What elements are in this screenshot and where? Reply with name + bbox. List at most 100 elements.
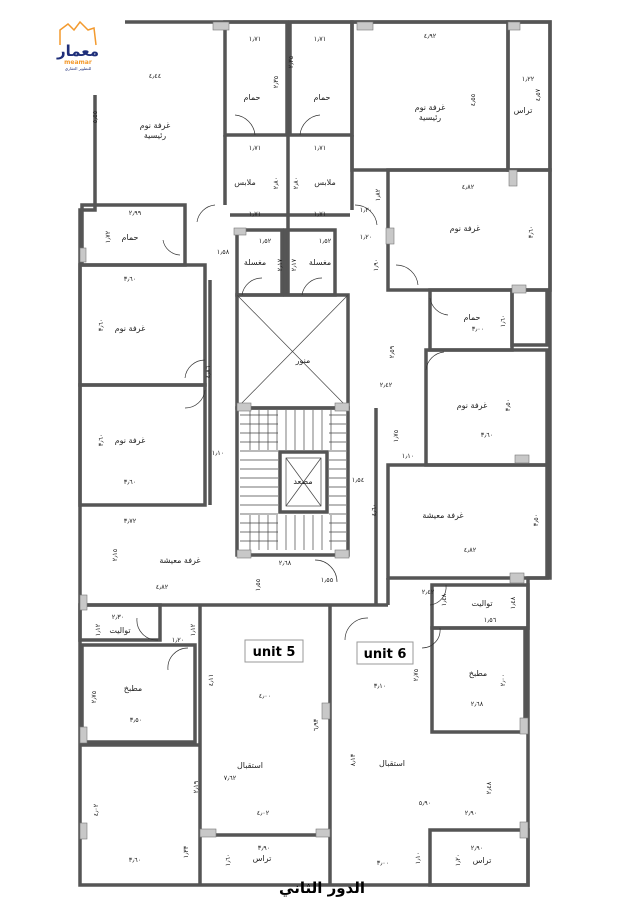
dimension-label: ٢٫١٥ [111, 548, 119, 561]
lightwell-cross [236, 294, 349, 409]
dimension-label: ١٫٦٠ [224, 854, 232, 867]
dimension-label: ١٫١٠ [414, 852, 422, 865]
dimension-label: ١٫٥٥ [254, 578, 262, 591]
room-bath-2: حمام [314, 93, 331, 102]
dimension-label: ١٫٢٠ [360, 233, 373, 241]
dimension-label: ١٫٥٨ [217, 248, 230, 256]
dimension-label: ٤٫٥٥ [469, 93, 477, 106]
dimension-label: ٣٫٦٠ [124, 275, 137, 283]
elevator-box [285, 457, 322, 507]
dimension-label: ١٫٢٢ [522, 75, 535, 83]
walls [78, 20, 552, 887]
room-toilet-left: تواليت [109, 626, 130, 635]
staircase [240, 410, 346, 550]
dimension-label: ١٫٧٢ [104, 230, 112, 243]
dimension-label: ١٫٩٠ [372, 259, 380, 272]
dimension-label: ٢٫٣٠ [112, 613, 125, 621]
room-living-right: غرفة معيشة [422, 511, 463, 520]
dimension-label: ١٫٨٢ [374, 188, 382, 201]
logo-arabic: معمار [56, 42, 99, 60]
room-bath-1: حمام [244, 93, 261, 102]
dimension-label: ١٫٥٦ [484, 616, 497, 624]
floor-title: الدور الثاني [279, 879, 365, 897]
dimension-label: ٤٫٨٦ [204, 365, 212, 378]
room-bath-left: حمام [122, 233, 139, 242]
dimension-label: ١٫٧١ [314, 144, 327, 152]
room-master-bedroom-right-sub: رئيسية [419, 113, 441, 122]
room-dressing-2: ملابس [314, 178, 335, 187]
dimension-label: ٤٫٠٢ [257, 809, 270, 817]
dimension-label: ١٫٢٠ [172, 636, 185, 644]
dimension-label: ٢٫١٧ [276, 258, 284, 271]
dimension-label: ٧٫٦٢ [224, 774, 237, 782]
room-bedroom-right-top: غرفة نوم [450, 224, 481, 233]
room-labels: غرفة نوم رئيسية حمام حمام ملابس ملابس غر… [109, 93, 532, 865]
dimension-label: ٣٫٠٠ [377, 859, 390, 867]
dimension-label: ٤٫٠٢ [92, 803, 100, 816]
dimension-label: ٢٫١٧ [290, 258, 298, 271]
dimension-label: ٢٫٥٩ [388, 345, 396, 358]
dimension-label: ٤٫١١ [207, 674, 215, 687]
dimension-label: ٦٫٩٣ [312, 718, 320, 731]
dimension-label: ١٫١٢ [189, 623, 197, 636]
dimension-label: ٣٫٦٠ [481, 431, 494, 439]
dimension-label: ٣٫٥٠ [532, 514, 540, 527]
dimension-label: ٢٫٩٩ [129, 209, 142, 217]
meamar-logo: معمار meamar للتطوير العقاري [56, 20, 99, 71]
dimension-label: ١٫٥٤ [352, 476, 365, 484]
room-elevator: مصعد [293, 477, 312, 486]
dimension-label: ١٫٢٠ [454, 854, 462, 867]
room-reception-unit6: استقبال [379, 759, 405, 768]
columns [79, 21, 530, 840]
dimension-label: ٣٫٩٠ [258, 844, 271, 852]
dimension-label: ١٫٧١ [249, 144, 262, 152]
room-kitchen-left: مطبخ [124, 684, 142, 693]
room-bath-right: حمام [464, 313, 481, 322]
dimension-label: ٨٫١٣ [349, 753, 357, 766]
dimension-label: ٢٫٤٢ [422, 588, 435, 596]
room-laundry-1: مغسلة [244, 258, 266, 267]
dimension-label: ٣٫٦٠ [124, 478, 137, 486]
dimension-label: ٢٫٣٥ [287, 55, 295, 68]
logo-tagline: للتطوير العقاري [65, 66, 91, 71]
dimension-label: ٣٫٦٠ [97, 434, 105, 447]
dimension-label: ١٫٥٢ [319, 237, 332, 245]
logo-latin: meamar [64, 59, 92, 66]
dimension-label: ٢٫٤٢ [380, 381, 393, 389]
dimension-label: ١٫٥٥ [321, 576, 334, 584]
dimension-label: ٣٫٠٠ [472, 325, 485, 333]
dimension-label: ٤٫٨٢ [156, 583, 169, 591]
dimension-label: ٣٫١٠ [374, 682, 387, 690]
dimension-label: ٣٫٦٠ [97, 319, 105, 332]
room-master-bedroom-left-sub: رئيسية [144, 131, 166, 140]
dimension-label: ١٫٤٨ [440, 593, 448, 606]
room-master-bedroom-right: غرفة نوم [415, 103, 446, 112]
dimension-label: ٣٫٦٠ [527, 226, 535, 239]
dimension-label: ١٫٥٢ [259, 237, 272, 245]
room-laundry-2: مغسلة [309, 258, 331, 267]
unit-5-text: unit 5 [253, 645, 296, 660]
room-master-bedroom-left: غرفة نوم [140, 121, 171, 130]
room-bedroom-left-2: غرفة نوم [115, 436, 146, 445]
dimension-label: ٣٫٥٠ [130, 716, 143, 724]
dimension-label: ١٫٢٠ [360, 206, 373, 214]
dimension-label: ٢٫٠٠ [499, 674, 507, 687]
dimension-label: ٥٫٥٥ [91, 110, 99, 123]
dimension-label: ٢٫٩٠ [465, 809, 478, 817]
dimension-label: ١٫٧١ [249, 35, 262, 43]
unit-6-text: unit 6 [364, 647, 407, 662]
room-living-left: غرفة معيشة [159, 556, 200, 565]
dimension-label: ١٫٣٣ [182, 845, 190, 858]
dimension-label: ١٫٧١ [314, 35, 327, 43]
room-bedroom-right-2: غرفة نوم [457, 401, 488, 410]
dimension-label: ٣٫٦٠ [129, 856, 142, 864]
dimension-label: ١٫٤٨ [509, 596, 517, 609]
dimension-label: ٢٫٧٥ [412, 668, 420, 681]
dimension-label: ١٫٧١ [249, 210, 262, 218]
dimension-label: ١٫١٢ [94, 623, 102, 636]
dimension-label: ٣٫٥٠ [504, 399, 512, 412]
dimension-label: ٤٫٤٤ [149, 72, 162, 80]
room-terrace-bottom-right: تراس [473, 856, 492, 865]
dimension-label: ٥٫٩٠ [419, 799, 432, 807]
